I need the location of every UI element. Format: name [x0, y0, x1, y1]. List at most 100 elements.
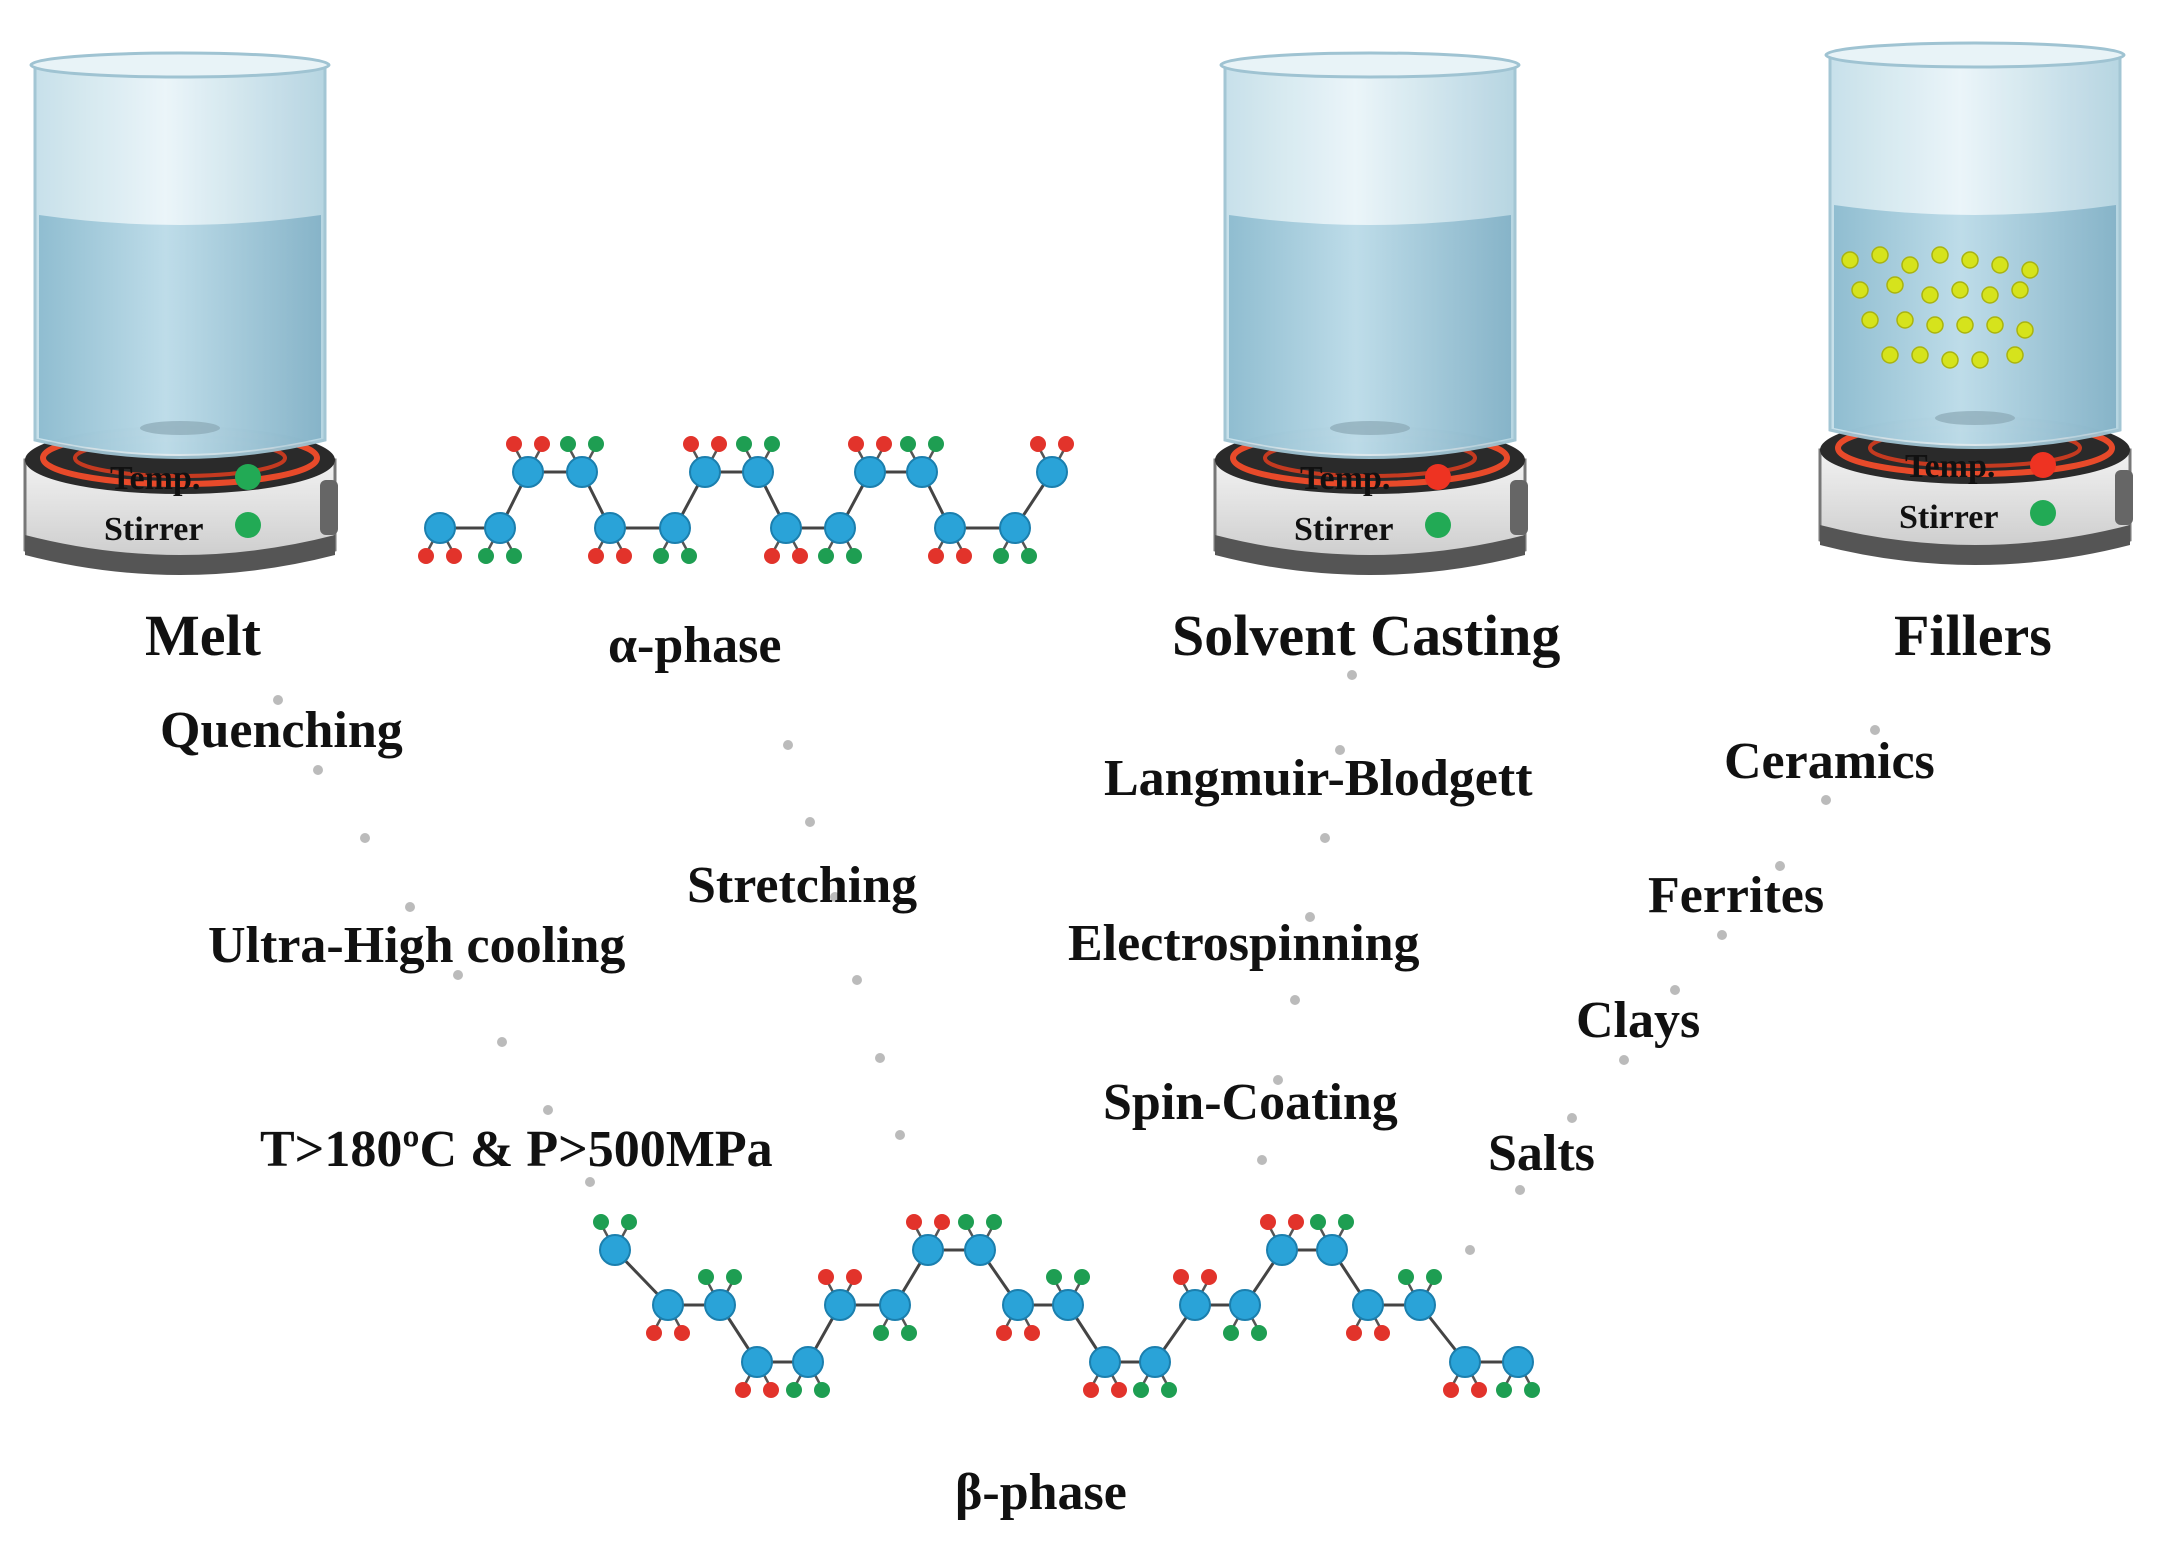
fluorine-atom: [1173, 1269, 1189, 1285]
filler-particle: [1881, 346, 1899, 364]
guide-dot: [1290, 995, 1300, 1005]
carbon-atom: [912, 1234, 944, 1266]
carbon-atom: [1036, 456, 1068, 488]
carbon-atom: [594, 512, 626, 544]
solvent-temp-indicator: [1425, 464, 1451, 490]
hydrogen-atom: [873, 1325, 889, 1341]
fluorine-atom: [588, 548, 604, 564]
method-electrospinning: Electrospinning: [1068, 915, 1420, 972]
hydrogen-atom: [736, 436, 752, 452]
alpha-phase-chain: [418, 436, 1074, 564]
melt-hotplate-station: [23, 51, 338, 575]
fillers-temp-indicator: [2030, 452, 2056, 478]
carbon-atom: [1139, 1346, 1171, 1378]
guide-dot: [875, 1053, 885, 1063]
filler-particle: [1961, 251, 1979, 269]
hydrogen-atom: [1338, 1214, 1354, 1230]
fillers-stirrer-indicator: [2030, 500, 2056, 526]
fluorine-atom: [876, 436, 892, 452]
carbon-atom: [1352, 1289, 1384, 1321]
melt-temp-indicator: [235, 464, 261, 490]
filler-particle: [1971, 351, 1989, 369]
hydrogen-atom: [818, 548, 834, 564]
melt-stirrer-foot: [25, 535, 335, 575]
guide-dot: [1567, 1113, 1577, 1123]
filler-particle: [1901, 256, 1919, 274]
guide-dot: [313, 765, 323, 775]
carbon-atom: [906, 456, 938, 488]
guide-dot: [895, 1130, 905, 1140]
guide-dot: [497, 1037, 507, 1047]
fluorine-atom: [446, 548, 462, 564]
fluorine-atom: [792, 548, 808, 564]
guide-dot: [1821, 795, 1831, 805]
carbon-atom: [652, 1289, 684, 1321]
guide-dot: [585, 1177, 595, 1187]
guide-dot: [1465, 1245, 1475, 1255]
hydrogen-atom: [588, 436, 604, 452]
fluorine-atom: [996, 1325, 1012, 1341]
filler-particle: [1841, 251, 1859, 269]
filler-particle: [1926, 316, 1944, 334]
filler-particle: [1941, 351, 1959, 369]
fillers-stir-bar: [1935, 411, 2015, 425]
carbon-atom: [824, 512, 856, 544]
carbon-atom: [1404, 1289, 1436, 1321]
carbon-atom: [424, 512, 456, 544]
fluorine-atom: [846, 1269, 862, 1285]
hydrogen-atom: [900, 436, 916, 452]
carbon-atom: [770, 512, 802, 544]
fluorine-atom: [1083, 1382, 1099, 1398]
carbon-atom: [1266, 1234, 1298, 1266]
fluorine-atom: [616, 548, 632, 564]
solvent-temp-label: Temp.: [1300, 460, 1391, 497]
hydrogen-atom: [681, 548, 697, 564]
solvent-casting-title: Solvent Casting: [1172, 603, 1561, 668]
carbon-atom: [484, 512, 516, 544]
fluorine-atom: [711, 436, 727, 452]
fillers-stirrer-label: Stirrer: [1899, 499, 1999, 536]
solvent-stir-bar: [1330, 421, 1410, 435]
carbon-atom: [824, 1289, 856, 1321]
hydrogen-atom: [928, 436, 944, 452]
filler-particle: [1921, 286, 1939, 304]
hydrogen-atom: [986, 1214, 1002, 1230]
hydrogen-atom: [478, 548, 494, 564]
fluorine-atom: [646, 1325, 662, 1341]
guide-dot: [852, 975, 862, 985]
guide-dot: [360, 833, 370, 843]
guide-dot: [543, 1105, 553, 1115]
carbon-atom: [512, 456, 544, 488]
carbon-atom: [964, 1234, 996, 1266]
hydrogen-atom: [560, 436, 576, 452]
fluorine-atom: [848, 436, 864, 452]
solvent-stirrer-foot: [1215, 535, 1525, 575]
filler-ferrites: Ferrites: [1648, 867, 1825, 924]
solvent-hotplate-station: [1213, 51, 1528, 575]
carbon-atom: [1179, 1289, 1211, 1321]
fluorine-atom: [1024, 1325, 1040, 1341]
hydrogen-atom: [653, 548, 669, 564]
guide-dot: [1257, 1155, 1267, 1165]
fillers-beaker-rim: [1824, 41, 2126, 69]
fillers-hotplate-station: [1818, 41, 2133, 565]
filler-particle: [1851, 281, 1869, 299]
filler-particle: [1911, 346, 1929, 364]
carbon-atom: [1229, 1289, 1261, 1321]
filler-particle: [1951, 281, 1969, 299]
guide-dot: [1335, 745, 1345, 755]
hydrogen-atom: [1046, 1269, 1062, 1285]
fluorine-atom: [1443, 1382, 1459, 1398]
solvent-liquid: [1229, 215, 1511, 454]
guide-dot: [273, 695, 283, 705]
solvent-stirrer-indicator: [1425, 512, 1451, 538]
hydrogen-atom: [958, 1214, 974, 1230]
hydrogen-atom: [814, 1382, 830, 1398]
hydrogen-atom: [786, 1382, 802, 1398]
filler-particle: [1886, 276, 1904, 294]
filler-particle: [2021, 261, 2039, 279]
carbon-atom: [1449, 1346, 1481, 1378]
hydrogen-atom: [1161, 1382, 1177, 1398]
guide-dot: [783, 740, 793, 750]
filler-particle: [2016, 321, 2034, 339]
